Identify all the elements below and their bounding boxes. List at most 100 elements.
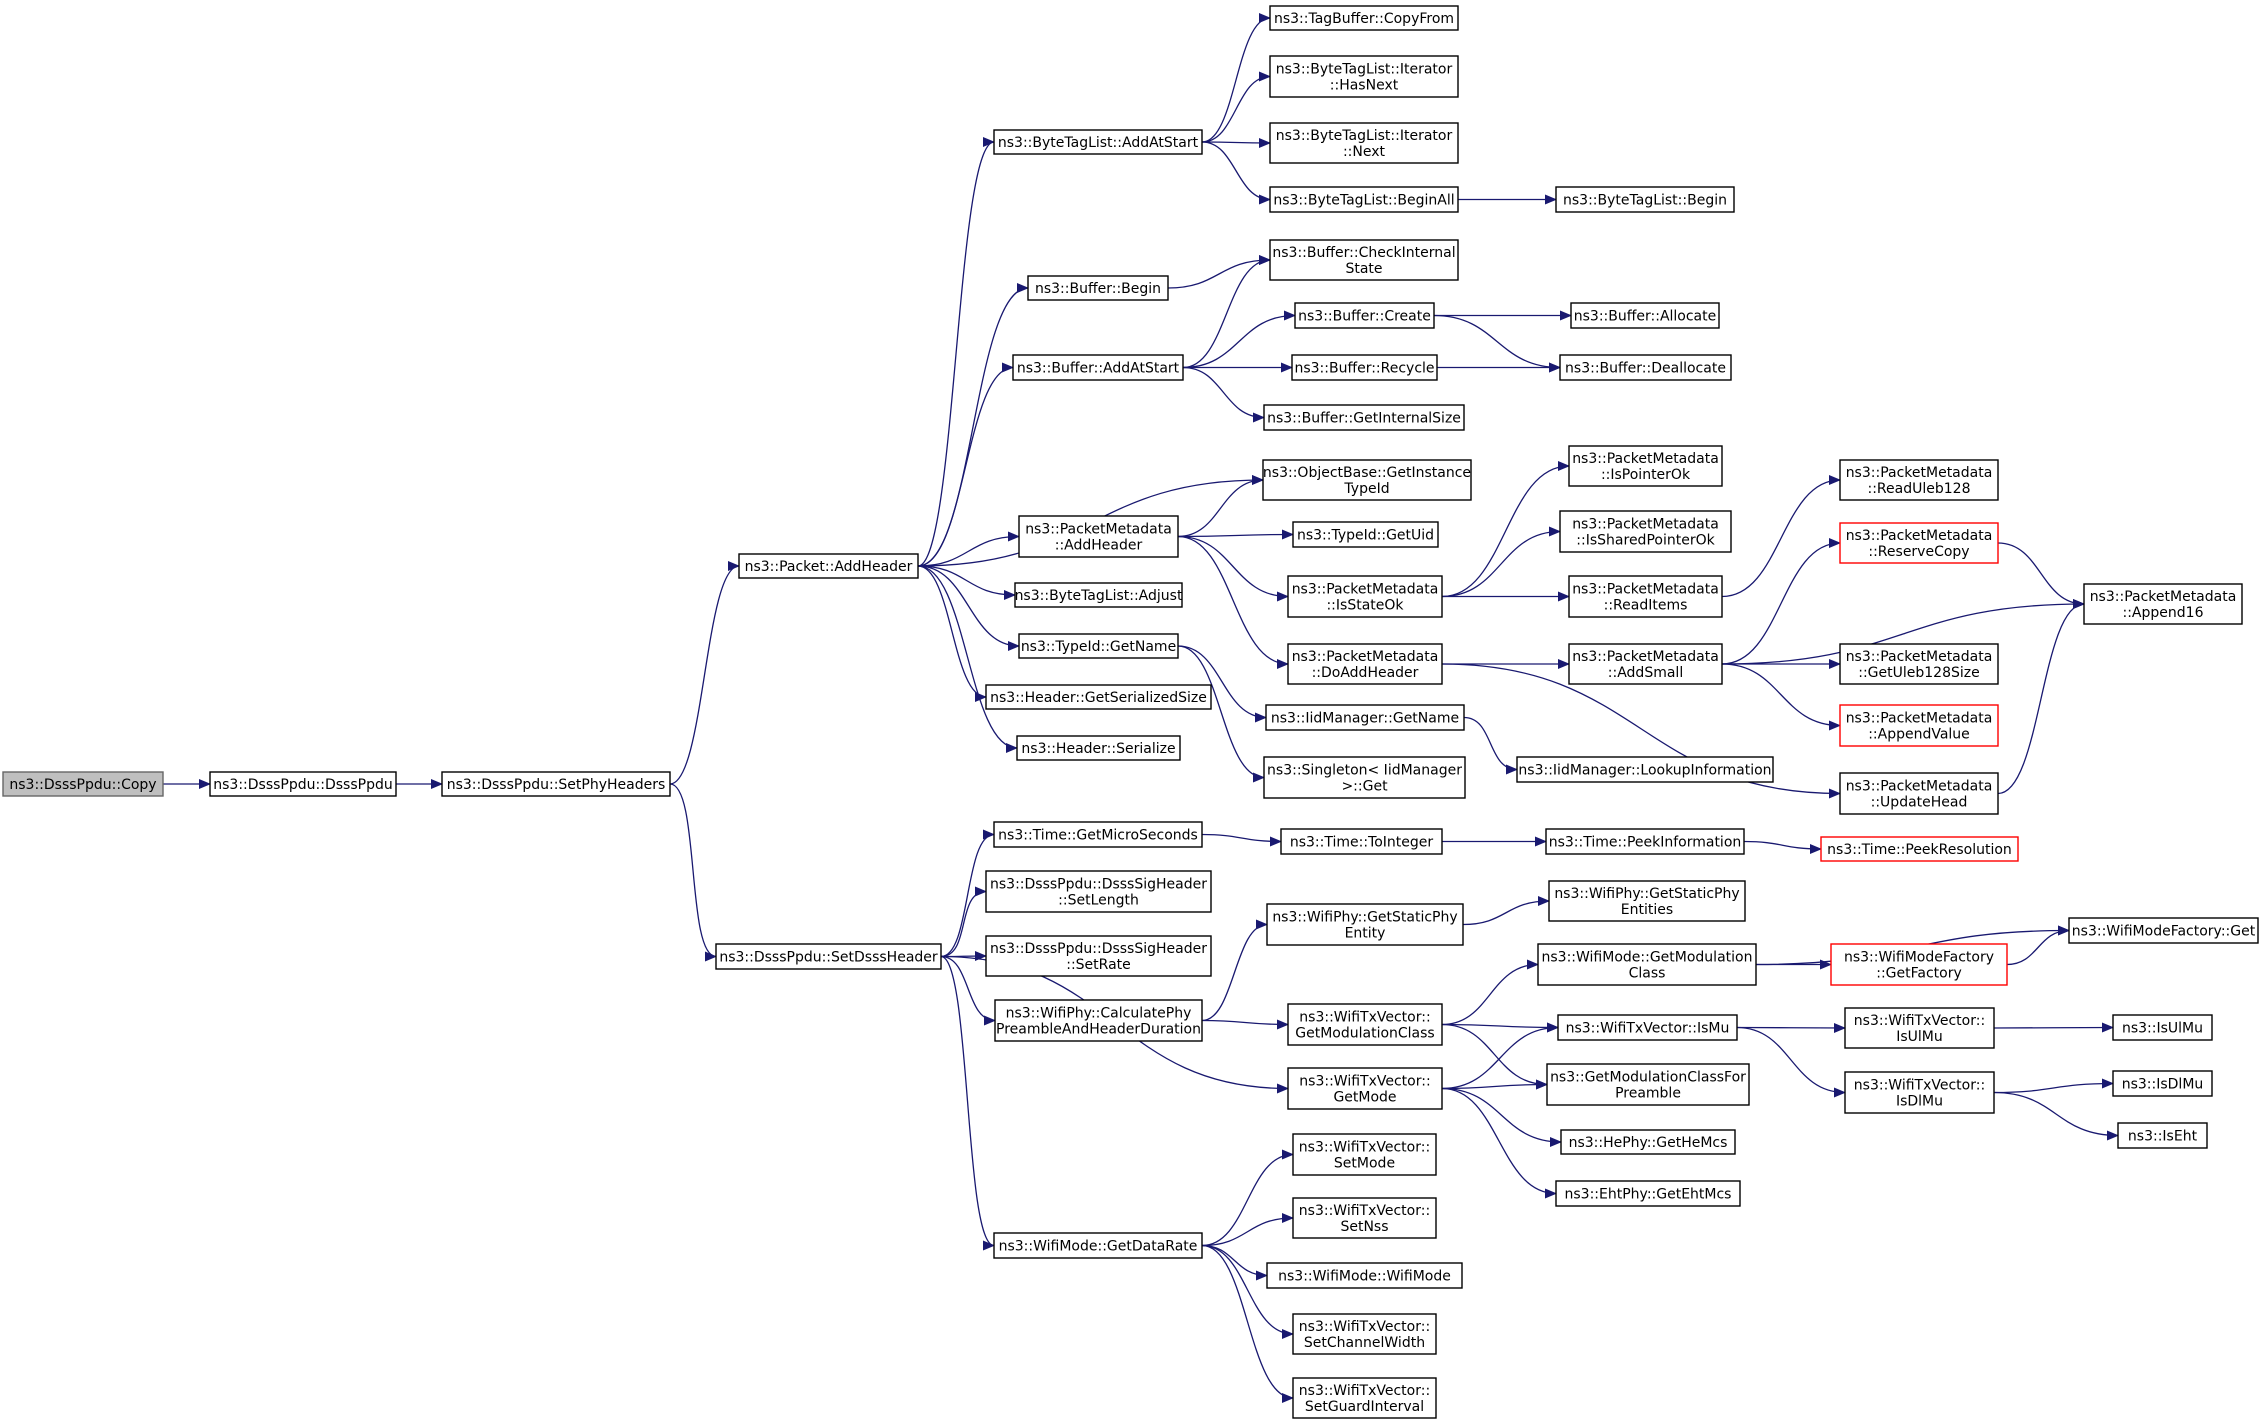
node-buf-alloc[interactable]: ns3::Buffer::Allocate	[1570, 302, 1720, 329]
node-txv-setmode[interactable]: ns3::WifiTxVector::SetMode	[1292, 1133, 1437, 1176]
node-box	[1568, 445, 1723, 487]
node-btl-addatstart[interactable]: ns3::ByteTagList::AddAtStart	[993, 129, 1203, 155]
node-isulmu[interactable]: ns3::IsUlMu	[2112, 1014, 2213, 1041]
node-pm-readitems[interactable]: ns3::PacketMetadata::ReadItems	[1568, 575, 1723, 618]
node-txv-getmodclass[interactable]: ns3::WifiTxVector::GetModulationClass	[1287, 1003, 1443, 1046]
node-box	[1287, 575, 1443, 618]
node-setdsss[interactable]: ns3::DsssPpdu::SetDsssHeader	[715, 943, 942, 970]
edge-addheader-to-btl_adjust	[917, 565, 1016, 600]
node-pm-doadd[interactable]: ns3::PacketMetadata::DoAddHeader	[1287, 643, 1443, 685]
node-it-hasnext[interactable]: ns3::ByteTagList::Iterator::HasNext	[1269, 55, 1459, 98]
node-label-line: ns3::WifiTxVector::	[1299, 1074, 1430, 1090]
node-pm-addheader[interactable]: ns3::PacketMetadata::AddHeader	[1018, 515, 1179, 558]
node-ctor[interactable]: ns3::DsssPpdu::DsssPpdu	[209, 771, 397, 797]
node-hdr-ser[interactable]: ns3::Header::Serialize	[1016, 735, 1181, 761]
node-sig-setlength[interactable]: ns3::DsssPpdu::DsssSigHeader::SetLength	[985, 870, 1212, 913]
edge-line	[917, 283, 1029, 567]
node-pm-readuleb[interactable]: ns3::PacketMetadata::ReadUleb128	[1839, 459, 1999, 501]
node-label-line: ns3::PacketMetadata	[1846, 779, 1993, 795]
edge-line	[1993, 1091, 2119, 1141]
node-txv-setgi[interactable]: ns3::WifiTxVector::SetGuardInterval	[1292, 1377, 1437, 1419]
node-wmf-getfactory[interactable]: ns3::WifiModeFactory::GetFactory	[1830, 943, 2008, 986]
node-buf-begin[interactable]: ns3::Buffer::Begin	[1027, 275, 1169, 301]
node-time-getmicro[interactable]: ns3::Time::GetMicroSeconds	[993, 821, 1203, 848]
node-time-peekres[interactable]: ns3::Time::PeekResolution	[1820, 836, 2019, 862]
edge-line	[1463, 716, 1518, 775]
node-txv-ismu[interactable]: ns3::WifiTxVector::IsMu	[1557, 1014, 1738, 1041]
node-pm-isshared[interactable]: ns3::PacketMetadata::IsSharedPointerOk	[1559, 510, 1732, 553]
node-txv-isdlmu[interactable]: ns3::WifiTxVector::IsDlMu	[1844, 1071, 1995, 1114]
edge-line	[1441, 1087, 1557, 1199]
node-label-line: IsDlMu	[1896, 1094, 1943, 1110]
node-copy[interactable]: ns3::DsssPpdu::Copy	[2, 771, 164, 797]
edge-line	[1201, 13, 1271, 143]
node-txv-getmode[interactable]: ns3::WifiTxVector::GetMode	[1287, 1067, 1443, 1110]
node-pm-getuleb[interactable]: ns3::PacketMetadata::GetUleb128Size	[1839, 643, 1999, 685]
edge-line	[669, 561, 740, 785]
node-pm-addsmall[interactable]: ns3::PacketMetadata::AddSmall	[1568, 643, 1723, 685]
node-time-toint[interactable]: ns3::Time::ToInteger	[1280, 828, 1443, 855]
edge-line	[1441, 1023, 1548, 1090]
node-buf-dealloc[interactable]: ns3::Buffer::Deallocate	[1559, 354, 1732, 381]
edge-btl_addatstart-to-tag_copyfrom	[1201, 13, 1271, 143]
node-btl-beginall[interactable]: ns3::ByteTagList::BeginAll	[1269, 186, 1459, 213]
node-typeid-getuid[interactable]: ns3::TypeId::GetUid	[1292, 521, 1439, 548]
node-wm-getdatarate[interactable]: ns3::WifiMode::GetDataRate	[993, 1232, 1203, 1259]
node-box	[738, 553, 919, 579]
node-label-line: ns3::TypeId::GetUid	[1297, 528, 1434, 544]
node-eht-getmcs[interactable]: ns3::EhtPhy::GetEhtMcs	[1555, 1180, 1741, 1207]
node-pm-append16[interactable]: ns3::PacketMetadata::Append16	[2083, 583, 2243, 625]
node-he-getmcs[interactable]: ns3::HePhy::GetHeMcs	[1560, 1129, 1736, 1155]
node-wmf-get[interactable]: ns3::WifiModeFactory::Get	[2068, 917, 2259, 944]
node-addheader[interactable]: ns3::Packet::AddHeader	[738, 553, 919, 579]
node-sig-setrate[interactable]: ns3::DsssPpdu::DsssSigHeader::SetRate	[985, 935, 1212, 977]
edge-line	[917, 565, 1016, 600]
node-pm-reservecopy[interactable]: ns3::PacketMetadata::ReserveCopy	[1839, 522, 1999, 564]
edge-line	[1441, 1022, 1559, 1033]
node-pm-appendvalue[interactable]: ns3::PacketMetadata::AppendValue	[1839, 704, 1999, 747]
node-box	[2117, 1122, 2208, 1149]
node-pm-isstateok[interactable]: ns3::PacketMetadata::IsStateOk	[1287, 575, 1443, 618]
node-isdlmu[interactable]: ns3::IsDlMu	[2112, 1070, 2213, 1097]
node-btl-begin[interactable]: ns3::ByteTagList::Begin	[1555, 186, 1735, 213]
node-wm-wifimode[interactable]: ns3::WifiMode::WifiMode	[1266, 1262, 1463, 1289]
node-buf-getint[interactable]: ns3::Buffer::GetInternalSize	[1263, 404, 1465, 431]
node-pm-updatehead[interactable]: ns3::PacketMetadata::UpdateHead	[1839, 772, 1999, 815]
node-phy-calc[interactable]: ns3::WifiPhy::CalculatePhyPreambleAndHea…	[994, 999, 1203, 1042]
node-time-peekinfo[interactable]: ns3::Time::PeekInformation	[1545, 828, 1745, 855]
node-buf-recycle[interactable]: ns3::Buffer::Recycle	[1291, 354, 1438, 381]
node-txv-setcw[interactable]: ns3::WifiTxVector::SetChannelWidth	[1292, 1313, 1437, 1355]
node-typeid-getname[interactable]: ns3::TypeId::GetName	[1018, 633, 1179, 659]
node-iid-lookup[interactable]: ns3::IidManager::LookupInformation	[1516, 756, 1774, 783]
node-wm-getmodclass[interactable]: ns3::WifiMode::GetModulationClass	[1537, 943, 1757, 986]
node-hdr-getser[interactable]: ns3::Header::GetSerializedSize	[985, 684, 1212, 710]
node-buf-create[interactable]: ns3::Buffer::Create	[1294, 302, 1435, 329]
node-label-line: ::IsPointerOk	[1601, 467, 1691, 483]
node-box	[1537, 943, 1757, 986]
node-label-line: ns3::DsssPpdu::SetPhyHeaders	[447, 777, 666, 793]
edge-setphy-to-addheader	[669, 561, 740, 785]
node-box	[1269, 186, 1459, 213]
node-box	[1844, 1071, 1995, 1114]
node-txv-setnss[interactable]: ns3::WifiTxVector::SetNss	[1292, 1197, 1437, 1239]
node-label-line: ns3::Buffer::CheckInternal	[1272, 245, 1455, 261]
node-iseht[interactable]: ns3::IsEht	[2117, 1122, 2208, 1149]
node-setphy[interactable]: ns3::DsssPpdu::SetPhyHeaders	[441, 771, 671, 797]
node-buf-addatstart[interactable]: ns3::Buffer::AddAtStart	[1012, 354, 1184, 381]
node-txv-isulmu[interactable]: ns3::WifiTxVector::IsUlMu	[1844, 1007, 1995, 1049]
node-singleton-get[interactable]: ns3::Singleton< IidManager>::Get	[1263, 756, 1466, 799]
node-label-line: ns3::Time::ToInteger	[1290, 835, 1434, 851]
edge-buf_create-to-buf_dealloc	[1433, 314, 1561, 373]
node-btl-adjust[interactable]: ns3::ByteTagList::Adjust	[1014, 582, 1183, 608]
node-tag-copyfrom[interactable]: ns3::TagBuffer::CopyFrom	[1269, 5, 1459, 31]
node-it-next[interactable]: ns3::ByteTagList::Iterator::Next	[1269, 122, 1459, 164]
node-iid-getname[interactable]: ns3::IidManager::GetName	[1265, 704, 1465, 731]
node-pm-isptr[interactable]: ns3::PacketMetadata::IsPointerOk	[1568, 445, 1723, 487]
node-box	[2083, 583, 2243, 625]
